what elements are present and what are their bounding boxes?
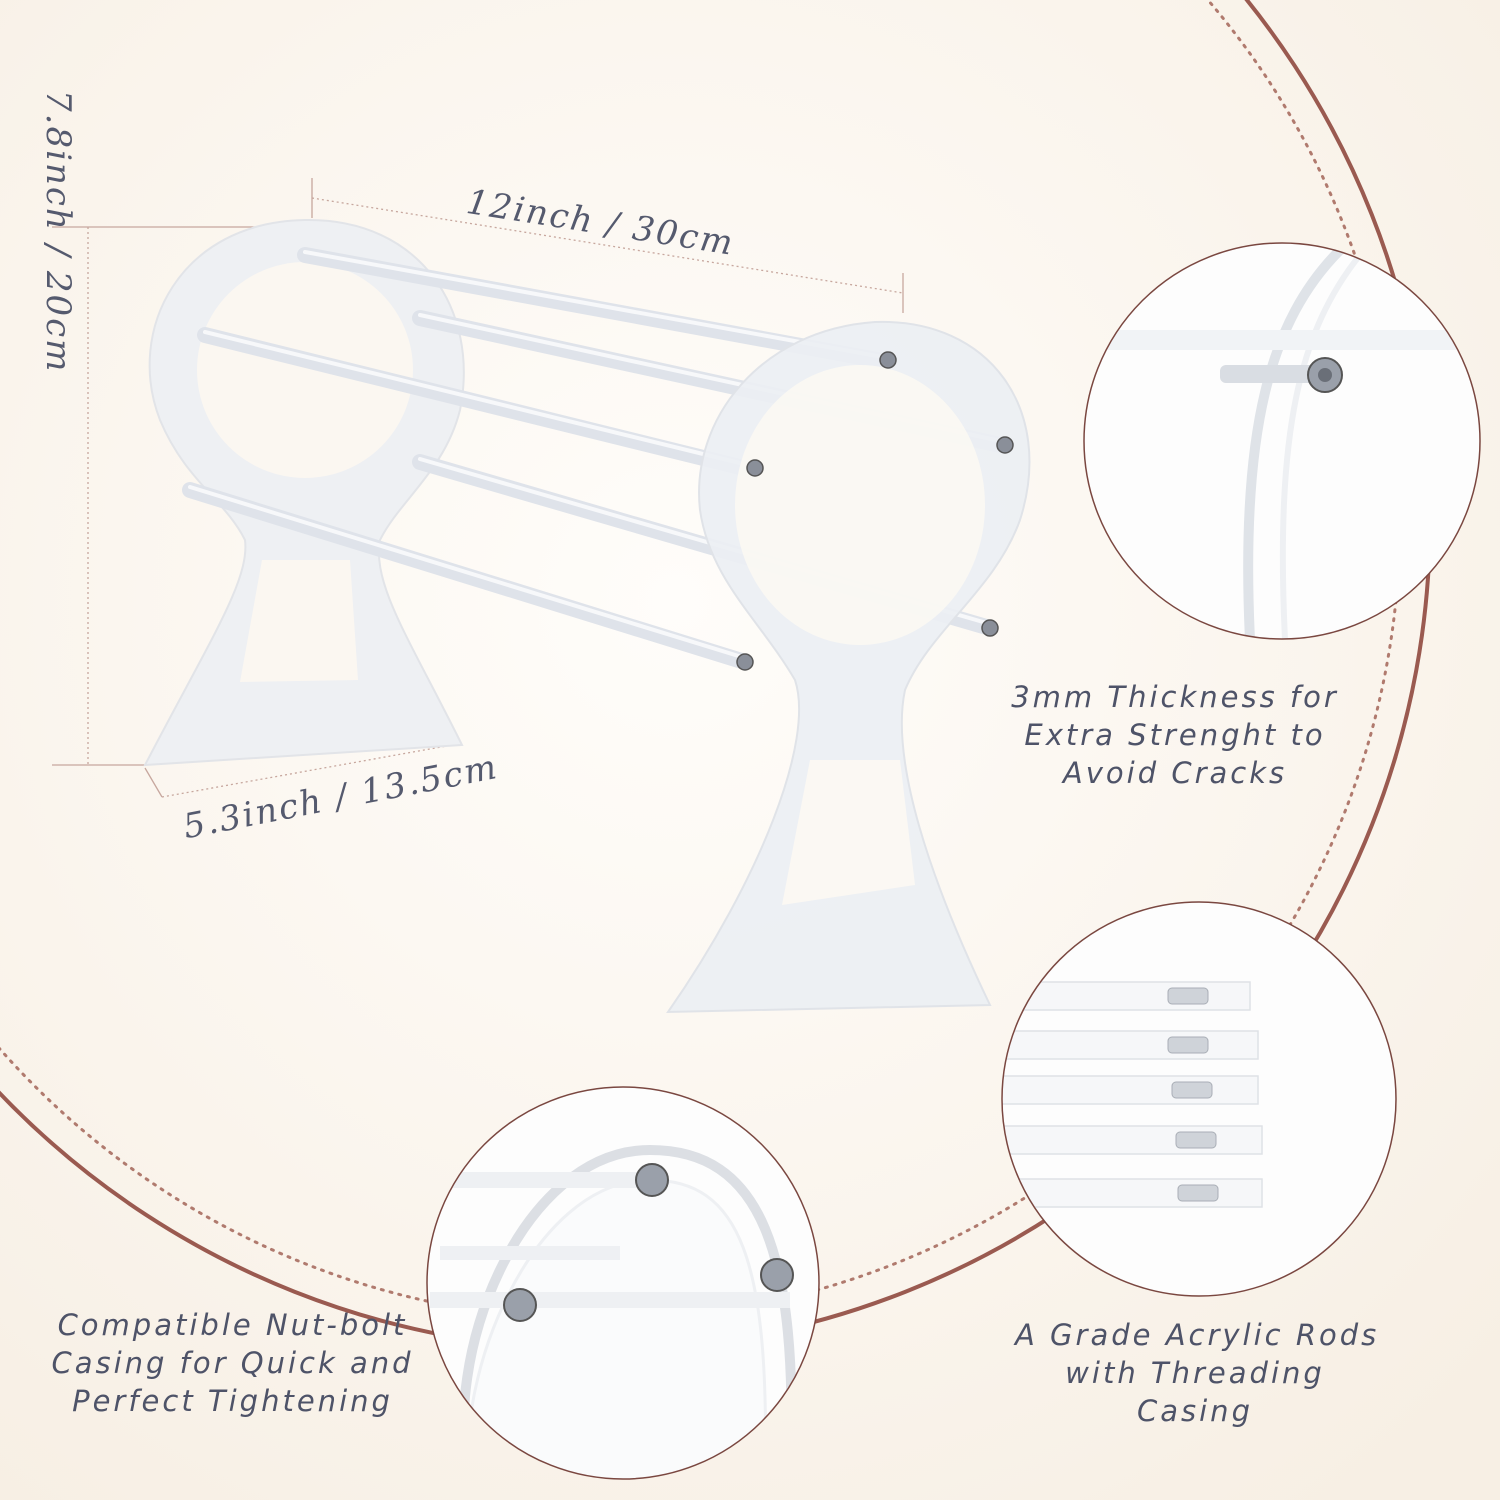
feature-rods-line-2: with Threading [1065,1356,1325,1390]
acrylic-wig-stand-illustration [143,218,1031,1014]
front-panel [666,320,1031,1014]
screw-icons [736,351,1014,671]
feature-nutbolt-line-3: Perfect Tightening [72,1384,393,1418]
feature-thickness: 3mm Thickness for Extra Strenght to Avoi… [1010,678,1340,792]
feature-rods: A Grade Acrylic Rods with Threading Casi… [1015,1316,1380,1430]
feature-nutbolt-line-1: Compatible Nut-bolt [57,1308,408,1342]
feature-nutbolt-line-2: Casing for Quick and [51,1346,414,1380]
detail-circle-rods [1001,901,1397,1297]
feature-rods-line-3: Casing [1137,1394,1253,1428]
feature-thickness-line-2: Extra Strenght to [1024,718,1326,752]
detail-circle-nutbolt [426,1086,820,1480]
feature-thickness-line-3: Avoid Cracks [1062,756,1288,790]
back-panel [143,218,465,767]
detail-circle-screw [1083,242,1481,640]
feature-rods-line-1: A Grade Acrylic Rods [1015,1318,1380,1352]
threaded-rod-ends-icon [1002,902,1396,1296]
feature-thickness-line-1: 3mm Thickness for [1011,680,1339,714]
height-dimension-label: 7.8inch / 20cm [38,90,78,374]
feature-nutbolt: Compatible Nut-bolt Casing for Quick and… [40,1306,425,1420]
nut-bolt-closeup-icon [635,1163,669,1197]
